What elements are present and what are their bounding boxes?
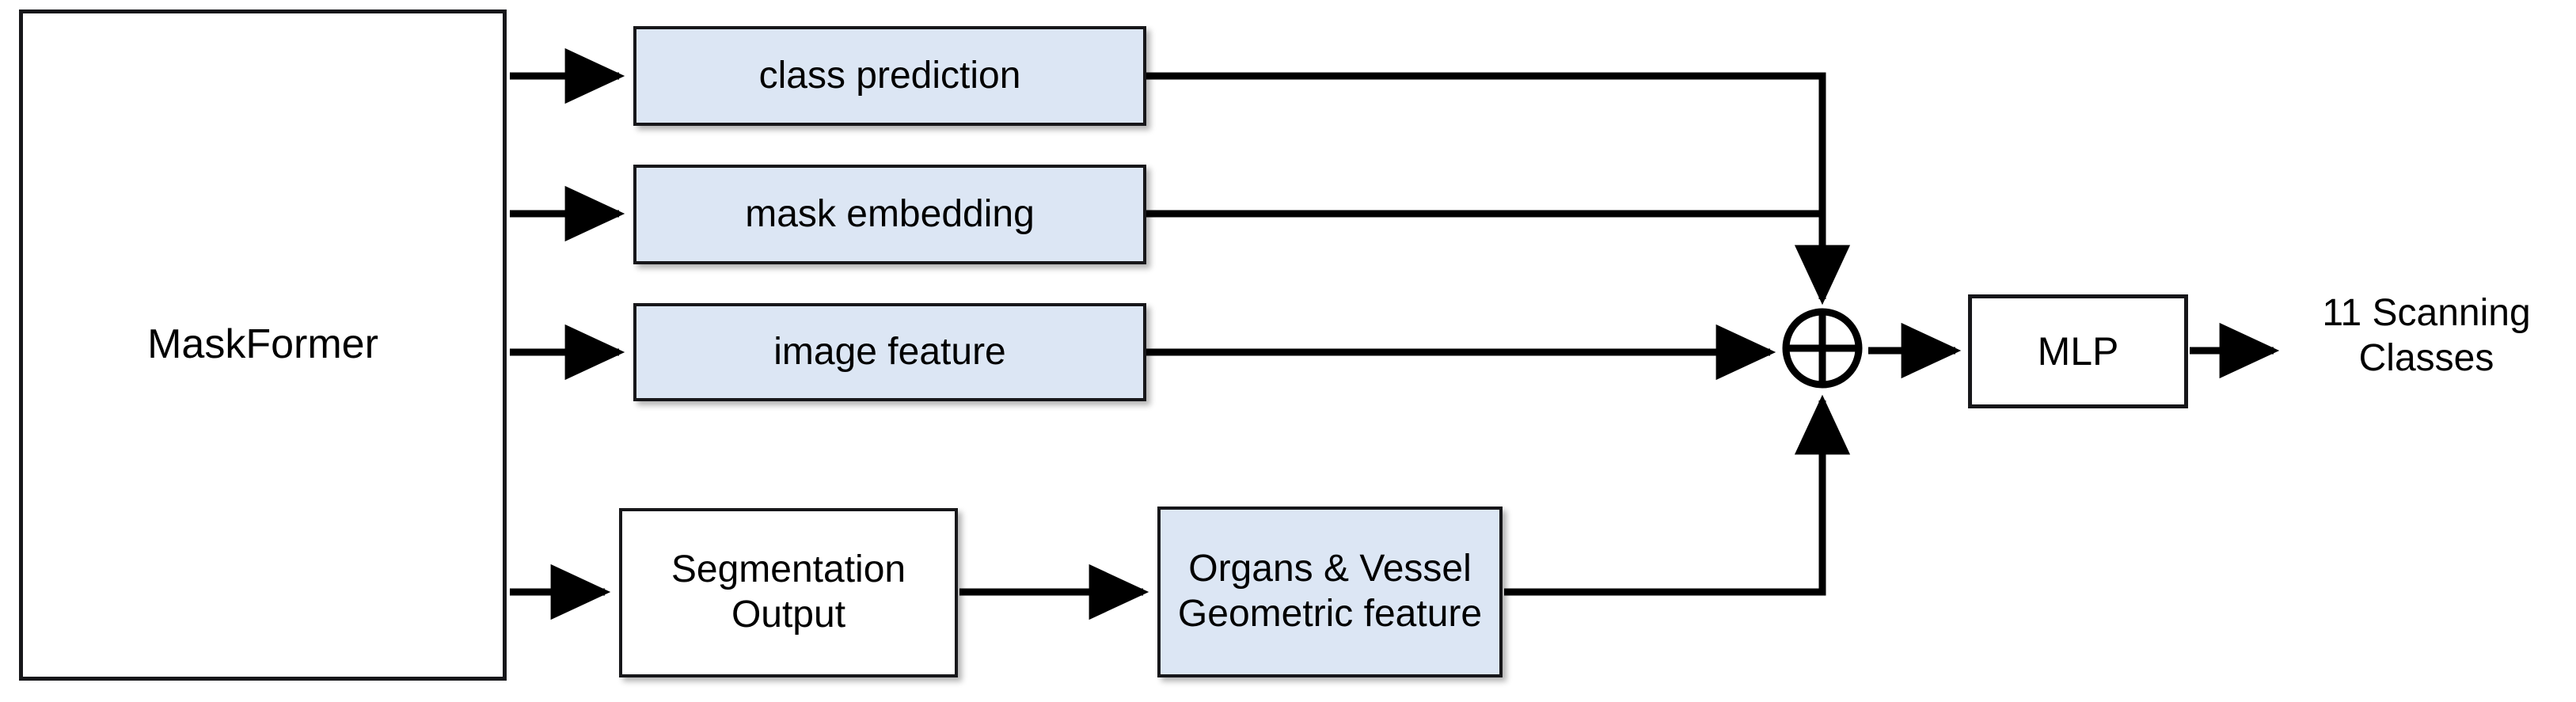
node-mask-embedding[interactable]: mask embedding [633,165,1146,264]
node-segmentation-output-label: Segmentation Output [671,548,906,636]
node-maskformer[interactable]: MaskFormer [19,9,507,681]
sum-operator-icon [1782,308,1863,389]
node-mlp[interactable]: MLP [1968,294,2188,408]
node-class-prediction[interactable]: class prediction [633,26,1146,126]
node-class-prediction-label: class prediction [758,54,1021,97]
node-image-feature-label: image feature [773,330,1006,373]
node-mlp-label: MLP [2037,328,2119,374]
output-classes-label: 11 Scanning Classes [2322,292,2531,379]
node-geometric-feature-label: Organs & Vessel Geometric feature [1177,548,1483,635]
edge-class-prediction-to-sum [1146,72,1851,305]
node-mask-embedding-label: mask embedding [745,192,1035,235]
sum-operator-hitbox[interactable] [1784,310,1860,386]
edge-geometric-feature-to-sum [1504,394,1851,596]
node-maskformer-label: MaskFormer [147,321,378,368]
node-segmentation-output[interactable]: Segmentation Output [619,508,958,677]
node-image-feature[interactable]: image feature [633,303,1146,401]
node-geometric-feature[interactable]: Organs & Vessel Geometric feature [1157,507,1503,677]
